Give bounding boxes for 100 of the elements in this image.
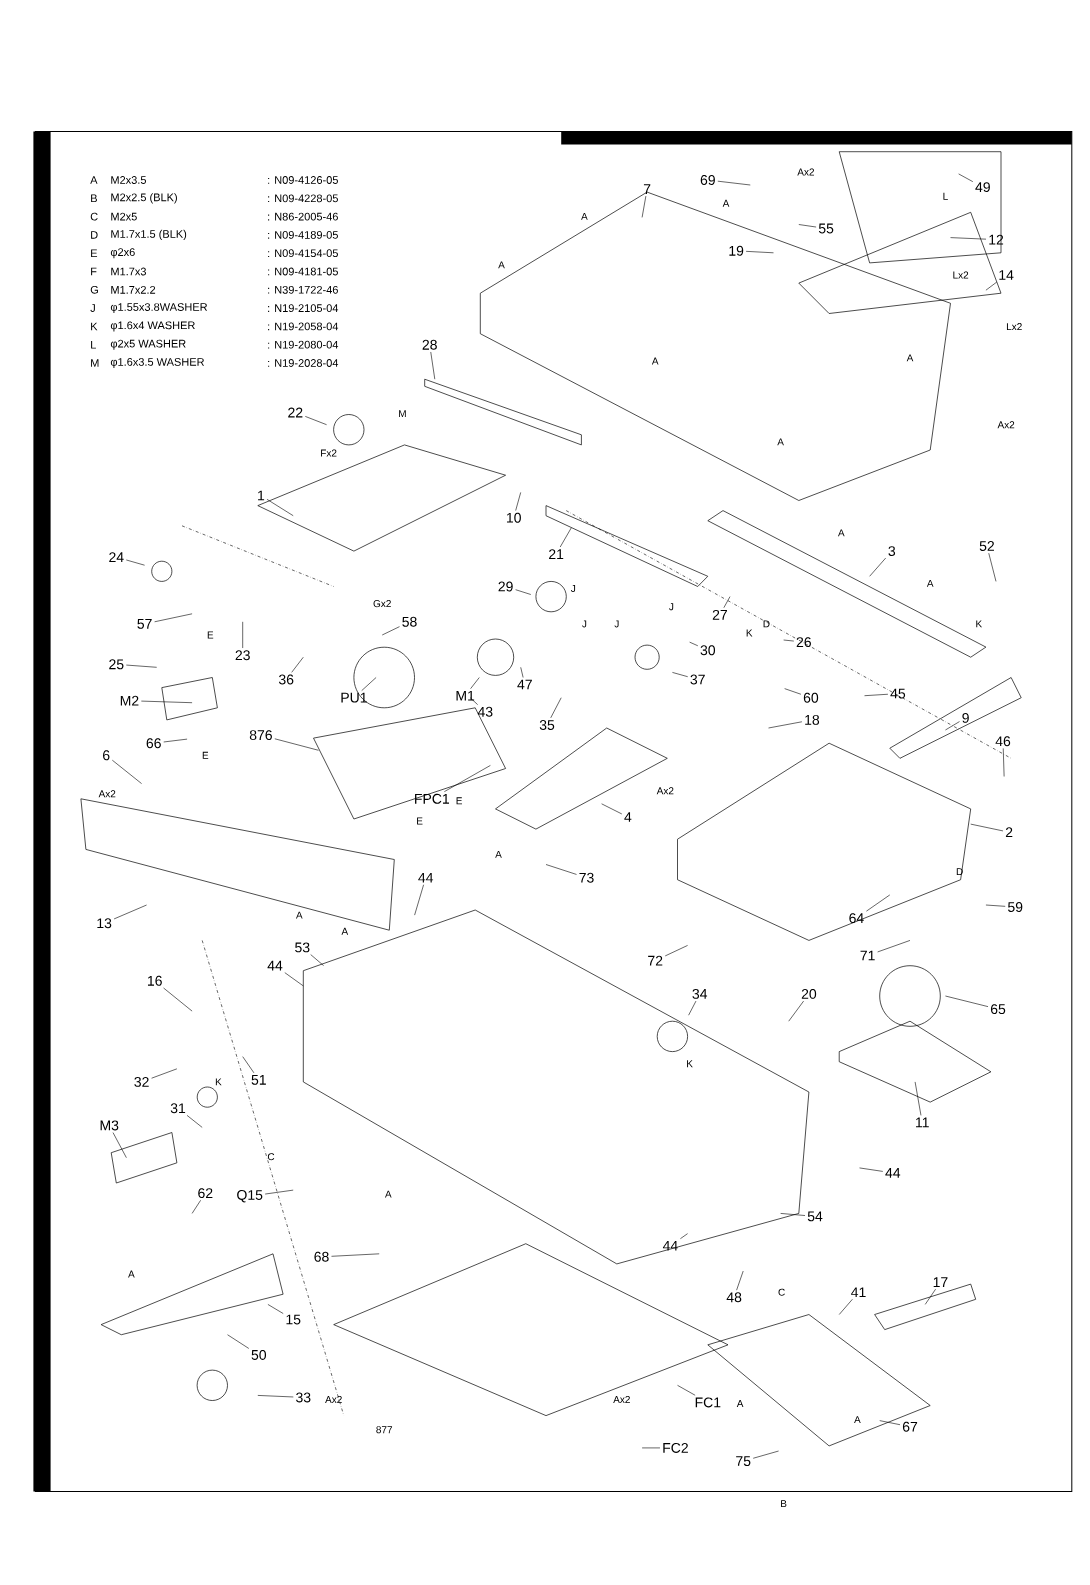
leader-line <box>469 697 478 705</box>
leader-line <box>470 677 480 689</box>
leader-line <box>274 738 319 751</box>
screw-code: Ax2 <box>98 790 116 798</box>
table-text: K <box>91 322 98 331</box>
screw-code: L <box>943 192 948 200</box>
table-text: D <box>91 231 98 239</box>
table-text: M2x5 <box>111 212 137 221</box>
callout-number: 49 <box>975 182 990 193</box>
screw-code: K <box>746 629 753 637</box>
table-text: M2x3.5 <box>111 176 146 184</box>
screw-code: K <box>687 1060 693 1068</box>
callout-number: 33 <box>296 1392 311 1403</box>
screw-code: Gx2 <box>373 600 391 608</box>
leader-line <box>866 894 891 912</box>
callout-number: 32 <box>134 1076 149 1087</box>
leader-line <box>768 721 803 729</box>
leader-line <box>950 237 987 240</box>
callout-number: 4 <box>624 812 632 822</box>
screw-code: A <box>854 1416 861 1424</box>
callout-number: 44 <box>267 960 283 971</box>
leader-line <box>869 557 886 577</box>
leader-line <box>672 672 688 677</box>
screw-code: E <box>207 631 214 639</box>
leader-line <box>1002 748 1005 777</box>
leader-line <box>985 904 1006 907</box>
leader-line <box>163 738 188 743</box>
screw-code: A <box>128 1270 135 1278</box>
table-text: M1.7x2.2 <box>111 286 156 294</box>
screw-code: Lx2 <box>953 271 969 279</box>
screw-code: A <box>385 1190 392 1198</box>
callout-number: 19 <box>729 245 744 256</box>
leader-line <box>430 351 436 380</box>
leader-line <box>752 1450 779 1459</box>
leader-line <box>745 251 774 254</box>
callout-number: 59 <box>1008 902 1023 912</box>
screw-code: Ax2 <box>613 1395 630 1403</box>
table-text: J <box>90 304 95 312</box>
screw-code: Lx2 <box>1006 323 1022 331</box>
callout-number: 27 <box>712 609 727 620</box>
screw-code: C <box>778 1288 785 1296</box>
callout-number: FC1 <box>695 1397 721 1408</box>
leader-line <box>601 803 623 815</box>
callout-number: 11 <box>916 1117 929 1128</box>
leader-line <box>414 884 424 916</box>
table-text: : N39-1722-46 <box>268 285 338 294</box>
callout-number: 15 <box>286 1314 301 1325</box>
callout-number: 14 <box>999 270 1014 280</box>
screw-code: B <box>781 1500 787 1508</box>
table-text: : N19-2028-04 <box>268 359 339 367</box>
callout-number: 62 <box>198 1188 213 1199</box>
leader-line <box>126 559 145 566</box>
table-text: φ1.55x3.8WASHER <box>110 303 208 314</box>
leader-line <box>924 1288 936 1305</box>
callout-number: 72 <box>648 955 663 966</box>
callout-number: 1 <box>258 490 265 501</box>
leader-line <box>788 1000 804 1022</box>
callout-number: 71 <box>860 950 875 961</box>
table-text: φ1.6x3.5 WASHER <box>110 358 205 368</box>
table-text: φ2x5 WASHER <box>110 339 186 350</box>
callout-number: 25 <box>109 659 124 670</box>
leader-line <box>550 697 562 719</box>
callout-number: 18 <box>805 714 820 725</box>
leader-line <box>141 700 193 703</box>
leader-line <box>958 173 974 182</box>
leader-line <box>784 688 802 695</box>
callout-number: 7 <box>643 184 651 194</box>
leader-line <box>970 823 1004 832</box>
callout-number: 55 <box>818 223 834 234</box>
callout-number: 75 <box>736 1456 751 1466</box>
screw-code: E <box>202 751 209 759</box>
leader-line <box>113 904 147 920</box>
callout-number: 26 <box>796 637 811 648</box>
table-text: M2x2.5 (BLK) <box>111 193 177 204</box>
leader-line <box>641 195 647 218</box>
leader-line <box>545 864 577 875</box>
leader-line <box>689 641 699 647</box>
table-text: E <box>91 249 98 257</box>
callout-number: 30 <box>700 645 716 656</box>
leader-line <box>331 1253 380 1257</box>
table-text: A <box>90 176 98 184</box>
leader-line <box>515 492 521 511</box>
callout-number: 54 <box>807 1211 823 1222</box>
callout-number: 29 <box>498 581 513 592</box>
table-text: B <box>91 194 97 203</box>
screw-code: A <box>722 199 730 207</box>
callout-number: 2 <box>1005 827 1013 838</box>
callout-number: 51 <box>251 1075 266 1085</box>
screw-code: A <box>495 850 502 858</box>
table-text: M1.7x1.5 (BLK) <box>111 229 187 241</box>
callout-number: 48 <box>726 1292 742 1303</box>
leader-line <box>444 765 491 792</box>
callout-number: 22 <box>288 407 303 418</box>
callout-number: 36 <box>278 674 294 685</box>
callout-number: 21 <box>549 549 564 559</box>
leader-line <box>985 281 998 291</box>
leader-line <box>945 995 989 1007</box>
callout-number: 73 <box>579 872 594 883</box>
table-text: : N86-2005-46 <box>268 212 338 221</box>
callout-number: FC2 <box>663 1442 688 1453</box>
